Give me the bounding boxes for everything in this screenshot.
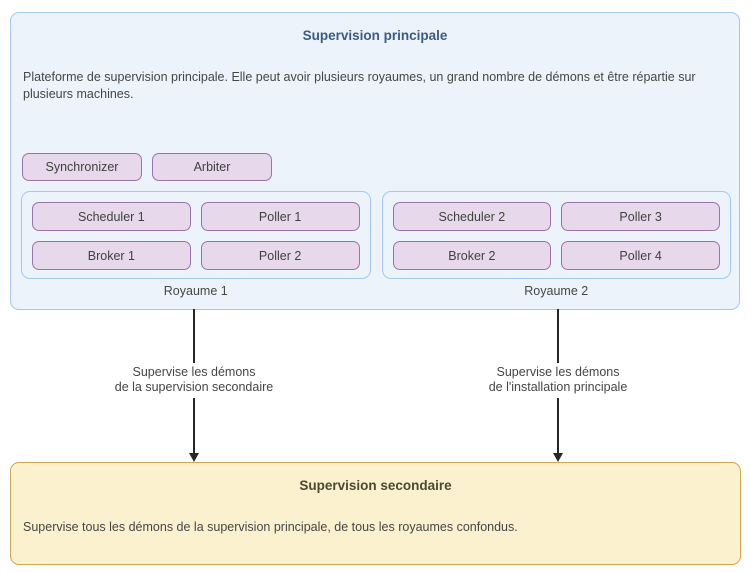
secondary-box-title: Supervision secondaire	[299, 478, 452, 493]
node-scheduler-2: Scheduler 2	[392, 202, 552, 231]
realm-royaume-2: Scheduler 2 Poller 3 Broker 2 Poller 4 R…	[381, 191, 731, 298]
arrow-head-icon	[188, 453, 199, 462]
node-poller-3: Poller 3	[561, 202, 720, 231]
main-box-description: Plateforme de supervision principale. El…	[23, 70, 696, 101]
supervision-secondaire-box: Supervision secondaire Supervise tous le…	[10, 462, 741, 565]
arrow-1-label: Supervise les démons de la supervision s…	[111, 363, 277, 398]
top-daemon-row: Synchronizer Arbiter	[22, 153, 272, 181]
node-poller-1: Poller 1	[200, 202, 360, 231]
node-synchronizer: Synchronizer	[22, 153, 142, 181]
node-broker-1: Broker 1	[32, 241, 191, 270]
realm-1-label: Royaume 1	[163, 284, 228, 298]
realm-2-label: Royaume 2	[524, 284, 589, 298]
arrow-1-label-line-1: Supervise les démons	[132, 365, 256, 379]
realm-2-box: Scheduler 2 Poller 3 Broker 2 Poller 4	[381, 191, 731, 279]
node-scheduler-1: Scheduler 1	[32, 202, 191, 231]
realm-1-box: Scheduler 1 Poller 1 Broker 1 Poller 2	[21, 191, 371, 279]
arrow-head-icon	[552, 453, 563, 462]
realms-row: Scheduler 1 Poller 1 Broker 1 Poller 2 R…	[21, 191, 731, 298]
node-arbiter: Arbiter	[152, 153, 272, 181]
arrow-2-label: Supervise les démons de l'installation p…	[485, 363, 631, 398]
arrow-2-label-line-1: Supervise les démons	[496, 365, 620, 379]
realm-royaume-1: Scheduler 1 Poller 1 Broker 1 Poller 2 R…	[21, 191, 371, 298]
supervision-principale-box: Supervision principale Plateforme de sup…	[10, 12, 740, 310]
node-poller-2: Poller 2	[200, 241, 360, 270]
arrow-2-label-line-2: de l'installation principale	[488, 380, 628, 395]
secondary-box-description: Supervise tous les démons de la supervis…	[23, 520, 518, 534]
node-poller-4: Poller 4	[561, 241, 720, 270]
main-box-title: Supervision principale	[302, 28, 448, 43]
arrow-1-label-line-2: de la supervision secondaire	[114, 380, 274, 395]
node-broker-2: Broker 2	[392, 241, 552, 270]
